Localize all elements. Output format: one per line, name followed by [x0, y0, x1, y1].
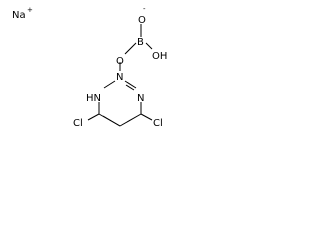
bond-n2-n3: [124, 80, 137, 89]
cl-right-label: Cl: [153, 118, 163, 129]
n1-label: HN: [86, 93, 101, 104]
ring-oxygen-label: O: [116, 56, 124, 67]
structure-canvas: Na + O - B OH O N HN N Cl Cl: [0, 0, 196, 147]
bond-c6-cl: [87, 113, 100, 121]
sodium-charge: +: [27, 6, 33, 14]
chemical-structure: Na + O - B OH O N HN N Cl Cl: [12, 5, 167, 129]
bond-c5-c4: [119, 113, 142, 127]
oxide-charge: -: [143, 5, 146, 13]
n3-label: N: [137, 93, 144, 104]
bond-c6-c5-double: [102, 115, 121, 127]
oxide-label: O: [138, 15, 146, 26]
cl-left-label: Cl: [73, 118, 83, 129]
bond-n2-n3-double: [125, 84, 135, 91]
n2-label: N: [116, 72, 123, 83]
hydroxyl-label: OH: [152, 51, 167, 62]
bond-c4-cl: [140, 113, 153, 121]
bond-n2-n1: [103, 80, 116, 89]
boron-label: B: [137, 37, 144, 48]
bond-b-o: [124, 42, 137, 55]
bond-b-oh: [145, 42, 153, 50]
sodium-label: Na: [12, 10, 26, 21]
